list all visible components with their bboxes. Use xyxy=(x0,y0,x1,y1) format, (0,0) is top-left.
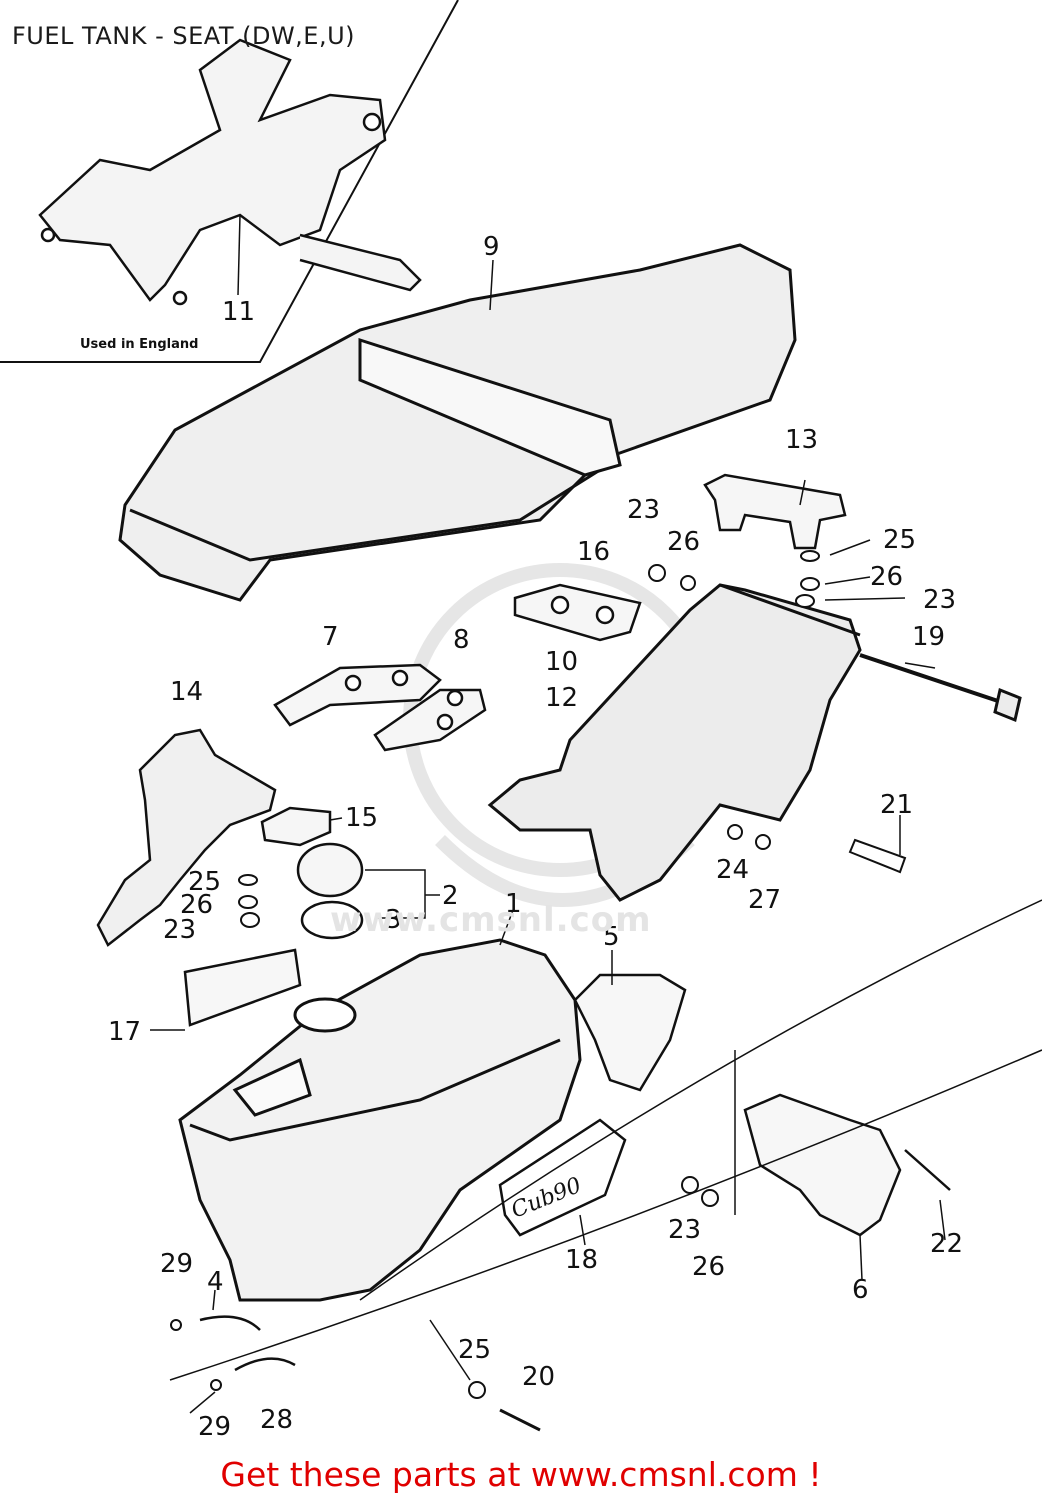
callout-23: 23 xyxy=(668,1215,701,1245)
callout-29: 29 xyxy=(198,1412,231,1442)
callout-10: 10 xyxy=(545,647,578,677)
page-title: FUEL TANK - SEAT (DW,E,U) xyxy=(12,22,356,50)
callout-labels: 11 9 13 23 26 25 16 26 23 7 8 19 10 12 1… xyxy=(108,232,963,1442)
callout-25: 25 xyxy=(458,1335,491,1365)
fuel-tank xyxy=(178,938,582,1302)
callout-12: 12 xyxy=(545,683,578,713)
callout-14: 14 xyxy=(170,677,203,707)
seat-bracket-england xyxy=(38,38,422,306)
callout-26: 26 xyxy=(667,527,700,557)
callout-4: 4 xyxy=(207,1267,224,1297)
callout-28: 28 xyxy=(260,1405,293,1435)
leader-lines xyxy=(150,214,946,1414)
callout-29: 29 xyxy=(160,1249,193,1279)
tank-accessories xyxy=(169,899,1042,1432)
callout-16: 16 xyxy=(577,537,610,567)
callout-3: 3 xyxy=(385,905,402,935)
seat xyxy=(118,243,797,602)
callout-5: 5 xyxy=(603,922,620,952)
inset-frame xyxy=(0,0,459,363)
callout-19: 19 xyxy=(912,622,945,652)
callout-24: 24 xyxy=(716,855,749,885)
seat-bracket xyxy=(487,583,1022,902)
callout-6: 6 xyxy=(852,1275,869,1305)
callout-8: 8 xyxy=(453,625,470,655)
inset-note: Used in England xyxy=(80,337,199,352)
callout-13: 13 xyxy=(785,425,818,455)
callout-22: 22 xyxy=(930,1229,963,1259)
callout-27: 27 xyxy=(748,885,781,915)
callout-21: 21 xyxy=(880,790,913,820)
callout-26: 26 xyxy=(870,562,903,592)
hardware xyxy=(170,550,907,1399)
callout-23: 23 xyxy=(923,585,956,615)
callout-1: 1 xyxy=(505,889,522,919)
callout-26: 26 xyxy=(692,1252,725,1282)
watermark-text: www.cmsnl.com xyxy=(330,900,652,940)
bracket-14 xyxy=(96,728,277,947)
callout-26: 26 xyxy=(180,890,213,920)
callout-17: 17 xyxy=(108,1017,141,1047)
small-parts xyxy=(260,473,847,940)
callout-23: 23 xyxy=(627,495,660,525)
callout-23: 23 xyxy=(163,915,196,945)
callout-15: 15 xyxy=(345,803,378,833)
callout-7: 7 xyxy=(322,622,339,652)
callout-9: 9 xyxy=(483,232,500,262)
callout-25: 25 xyxy=(883,525,916,555)
footer-link[interactable]: Get these parts at www.cmsnl.com ! xyxy=(220,1455,822,1494)
callout-18: 18 xyxy=(565,1245,598,1275)
callout-20: 20 xyxy=(522,1362,555,1392)
callout-25: 25 xyxy=(188,867,221,897)
callout-11: 11 xyxy=(222,297,255,327)
callout-2: 2 xyxy=(442,881,459,911)
